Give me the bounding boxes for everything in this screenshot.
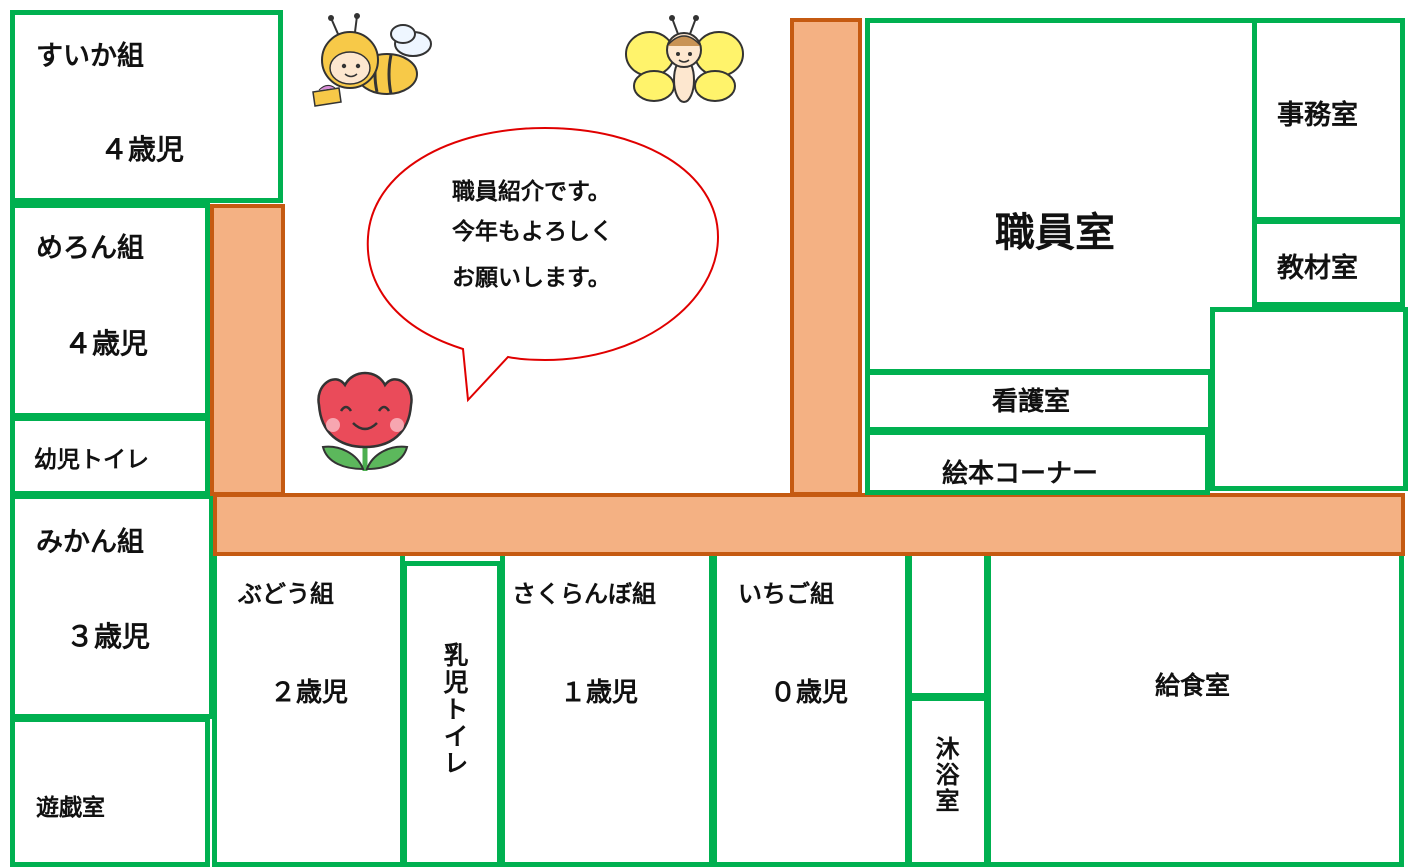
room-sakuranbo-name: さくらんぼ組	[512, 580, 656, 608]
room-bath	[907, 696, 989, 867]
room-picture-book-name: 絵本コーナー	[942, 459, 1099, 489]
room-ichigo-age: ０歳児	[770, 678, 849, 708]
room-nurse-name: 看護室	[992, 387, 1071, 417]
room-ichigo-name: いちご組	[738, 580, 834, 608]
room-melon-age: ４歳児	[64, 327, 149, 360]
room-mikan-name: みかん組	[36, 527, 144, 558]
room-small-storage	[907, 556, 989, 698]
room-staff-name: 職員室	[995, 210, 1115, 256]
speech-bubble-line-3: お願いします。	[452, 265, 611, 291]
hallway-left-vertical	[210, 204, 285, 496]
room-budou-age: ２歳児	[270, 678, 349, 708]
room-kitchen-name: 給食室	[1155, 671, 1231, 700]
room-unlabeled	[1210, 307, 1408, 491]
room-baby-toilet-name: 乳児トイレ	[440, 642, 469, 777]
room-nurse	[865, 370, 1213, 432]
speech-bubble	[366, 126, 720, 403]
room-suika-age: ４歳児	[100, 133, 185, 166]
room-office-name: 事務室	[1277, 100, 1358, 131]
room-office	[1252, 18, 1405, 222]
room-picture-book	[865, 430, 1210, 495]
room-mikan-age: ３歳児	[66, 620, 151, 653]
tulip-illustration	[317, 371, 413, 471]
room-bath-name: 沐浴室	[931, 736, 959, 814]
room-staff	[865, 18, 1257, 374]
room-infant-toilet	[10, 416, 210, 496]
room-suika-name: すいか組	[36, 41, 144, 72]
room-materials	[1252, 219, 1405, 307]
room-infant-toilet-name: 幼児トイレ	[34, 447, 149, 473]
room-sakuranbo-age: １歳児	[560, 678, 639, 708]
hallway-main-horizontal	[213, 493, 1405, 556]
room-kitchen	[986, 556, 1404, 867]
room-playroom-name: 遊戯室	[36, 795, 105, 821]
room-suika	[10, 10, 283, 203]
butterfly-illustration	[625, 15, 744, 103]
speech-bubble-line-1: 職員紹介です。	[452, 179, 611, 205]
room-melon	[10, 203, 210, 418]
bee-illustration	[312, 13, 432, 107]
room-melon-name: めろん組	[36, 233, 144, 264]
room-mikan	[10, 494, 214, 719]
hallway-center-vertical	[790, 18, 862, 496]
room-budou-name: ぶどう組	[238, 580, 334, 608]
room-materials-name: 教材室	[1277, 253, 1358, 284]
speech-bubble-line-2: 今年もよろしく	[452, 219, 613, 245]
